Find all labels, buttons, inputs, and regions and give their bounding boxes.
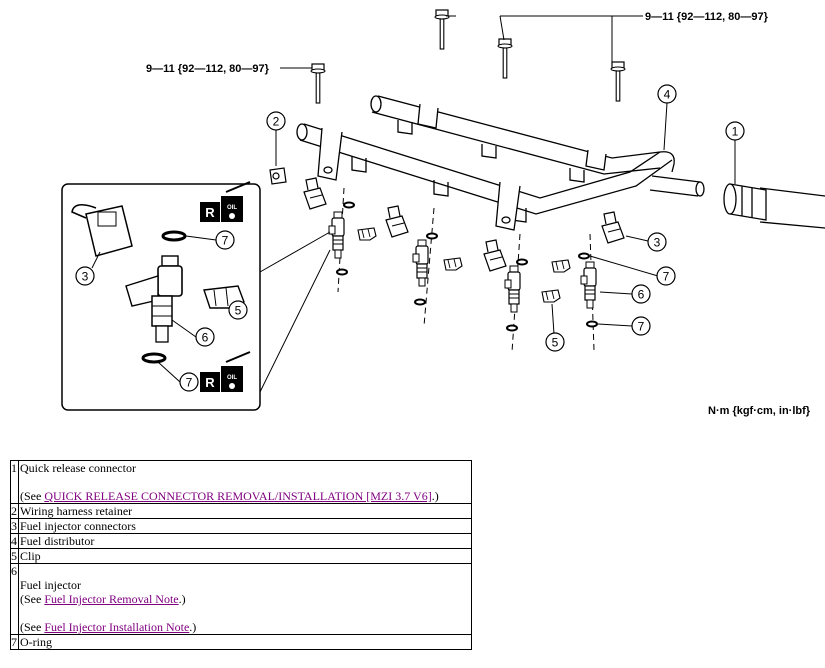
callout-3-inset: 3 bbox=[75, 266, 95, 286]
detail-inset: R OIL R OIL bbox=[61, 181, 331, 411]
part-number: 6 bbox=[10, 563, 19, 635]
torque-spec-left: 9—11 {92—112, 80—97} bbox=[146, 63, 270, 75]
table-row: 5 Clip bbox=[10, 548, 472, 564]
table-row: 4 Fuel distributor bbox=[10, 533, 472, 549]
see-reference: (See Fuel Injector Installation Note.) bbox=[20, 620, 197, 634]
svg-text:3: 3 bbox=[654, 236, 661, 250]
quick-release-connector-link[interactable]: QUICK RELEASE CONNECTOR REMOVAL/INSTALLA… bbox=[44, 489, 432, 503]
part-name: Clip bbox=[18, 548, 472, 564]
callout-6: 6 bbox=[631, 284, 651, 304]
part-name: Fuel injector bbox=[20, 578, 81, 592]
svg-text:5: 5 bbox=[552, 336, 559, 350]
exploded-view-diagram: R OIL R OIL bbox=[61, 9, 825, 411]
svg-text:2: 2 bbox=[273, 115, 280, 129]
quick-release-connector bbox=[723, 183, 825, 229]
svg-text:4: 4 bbox=[664, 88, 671, 102]
part-name: Fuel injector connectors bbox=[18, 518, 472, 534]
clips bbox=[357, 227, 571, 303]
table-row: 1 Quick release connector (See QUICK REL… bbox=[10, 460, 472, 504]
callout-1: 1 bbox=[725, 121, 745, 141]
part-number: 7 bbox=[10, 634, 19, 650]
torque-spec-top: 9—11 {92—112, 80—97} bbox=[645, 11, 769, 23]
engine-oil-badge-bottom: R OIL bbox=[200, 351, 251, 392]
part-name: Quick release connector bbox=[20, 461, 136, 475]
callout-6-inset: 6 bbox=[195, 327, 215, 347]
table-row: 3 Fuel injector connectors bbox=[10, 518, 472, 534]
see-reference: (See Fuel Injector Removal Note.) bbox=[20, 592, 186, 606]
svg-text:6: 6 bbox=[638, 288, 645, 302]
part-number: 2 bbox=[10, 503, 19, 519]
table-row: 2 Wiring harness retainer bbox=[10, 503, 472, 519]
svg-text:1: 1 bbox=[732, 125, 739, 139]
callout-7-a: 7 bbox=[656, 266, 676, 286]
svg-text:7: 7 bbox=[638, 320, 645, 334]
part-number: 3 bbox=[10, 518, 19, 534]
callout-5-inset: 5 bbox=[228, 300, 248, 320]
callout-4: 4 bbox=[657, 84, 677, 104]
svg-text:7: 7 bbox=[186, 376, 193, 390]
table-row: 7 O-ring bbox=[10, 634, 472, 650]
callout-3: 3 bbox=[647, 232, 667, 252]
fuel-injector-removal-note-link[interactable]: Fuel Injector Removal Note bbox=[44, 592, 179, 606]
callout-5: 5 bbox=[545, 332, 565, 352]
part-name: Fuel distributor bbox=[18, 533, 472, 549]
bolts bbox=[310, 9, 626, 104]
callout-7-inset-top: 7 bbox=[215, 230, 235, 250]
svg-text:5: 5 bbox=[235, 304, 242, 318]
svg-text:6: 6 bbox=[202, 331, 209, 345]
fuel-distributor bbox=[296, 95, 705, 231]
part-name: Wiring harness retainer bbox=[18, 503, 472, 519]
part-number: 1 bbox=[10, 460, 19, 504]
table-row: 6 Fuel injector (See Fuel Injector Remov… bbox=[10, 563, 472, 635]
svg-text:7: 7 bbox=[663, 270, 670, 284]
svg-text:7: 7 bbox=[222, 234, 229, 248]
torque-units: N·m {kgf·cm, in·lbf} bbox=[708, 405, 811, 417]
svg-text:OIL: OIL bbox=[227, 375, 237, 381]
part-description: Fuel injector (See Fuel Injector Removal… bbox=[18, 563, 472, 635]
callout-2: 2 bbox=[266, 111, 286, 131]
parts-table: 1 Quick release connector (See QUICK REL… bbox=[10, 460, 472, 650]
callout-7-b: 7 bbox=[631, 316, 651, 336]
part-name: O-ring bbox=[18, 634, 472, 650]
part-number: 4 bbox=[10, 533, 19, 549]
callout-7-inset-bottom: 7 bbox=[179, 372, 199, 392]
fuel-injector-installation-note-link[interactable]: Fuel Injector Installation Note bbox=[44, 620, 190, 634]
svg-text:R: R bbox=[205, 375, 215, 390]
svg-text:3: 3 bbox=[82, 270, 89, 284]
see-reference: (See QUICK RELEASE CONNECTOR REMOVAL/INS… bbox=[20, 489, 439, 503]
engine-oil-badge-top: R OIL bbox=[200, 181, 251, 222]
svg-text:OIL: OIL bbox=[227, 205, 237, 211]
part-description: Quick release connector (See QUICK RELEA… bbox=[18, 460, 472, 504]
part-number: 5 bbox=[10, 548, 19, 564]
wiring-harness-retainer bbox=[269, 167, 287, 185]
svg-text:R: R bbox=[205, 205, 215, 220]
